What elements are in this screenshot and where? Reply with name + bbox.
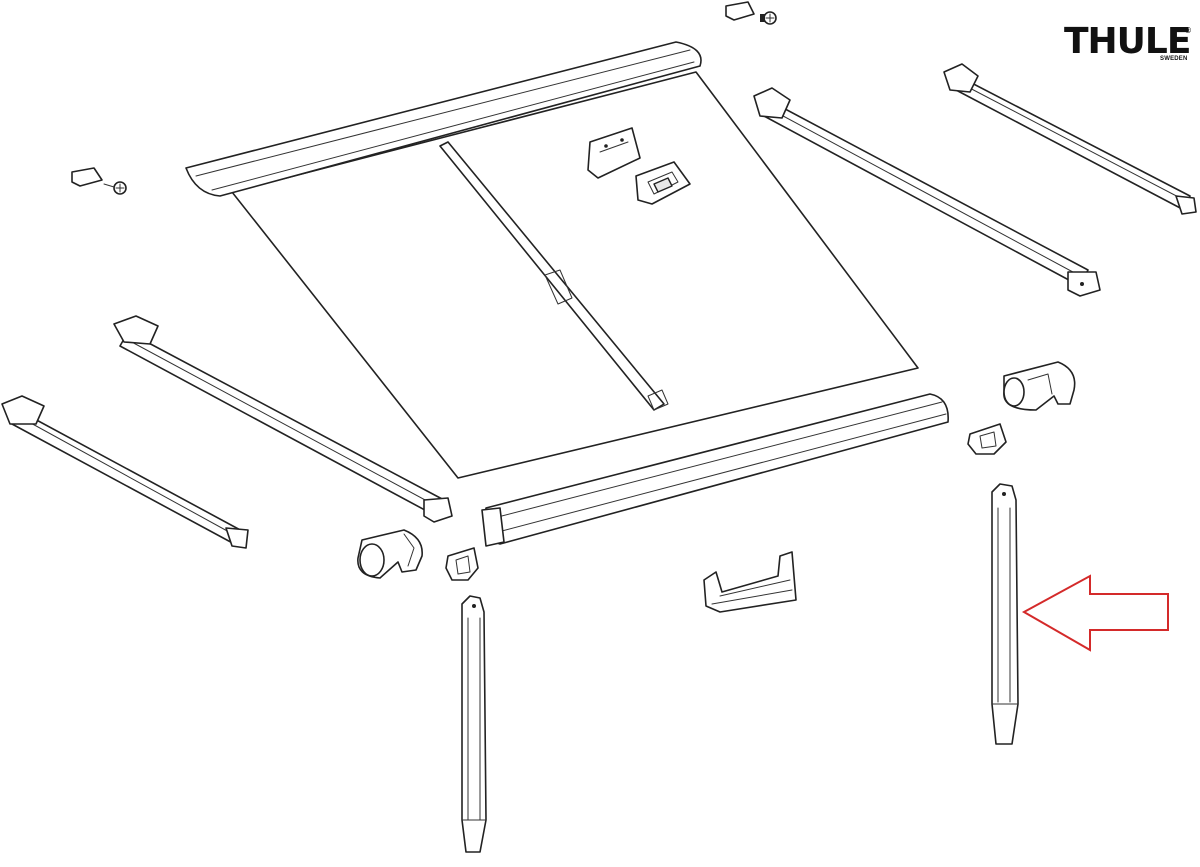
brand-sub: SWEDEN [1160, 56, 1188, 62]
arm-right-outer [943, 63, 1197, 215]
center-bracket [703, 551, 797, 613]
tension-rafter [439, 141, 669, 411]
leg-left [461, 595, 487, 853]
wall-bracket-lower [635, 161, 691, 205]
brand-name: THULE [1064, 21, 1191, 62]
arm-left-outer [1, 395, 249, 549]
highlight-arrow [1021, 574, 1169, 652]
registered-mark: ® [1184, 26, 1192, 35]
end-cap-left [357, 529, 423, 579]
lead-rail [481, 393, 949, 547]
clip-right [967, 423, 1007, 455]
awning-fabric [231, 71, 919, 479]
leg-right [991, 483, 1019, 745]
thule-logo: THULE SWEDEN ® [1062, 21, 1192, 72]
wall-bracket-upper [587, 127, 641, 179]
front-profile-top [185, 41, 702, 197]
end-cap-top-right [725, 1, 777, 25]
clip-left [445, 547, 479, 581]
arm-right-inner [753, 87, 1101, 297]
end-cap-right [1003, 361, 1076, 411]
arm-left-inner [113, 315, 453, 523]
end-cap-top-left [71, 167, 127, 195]
